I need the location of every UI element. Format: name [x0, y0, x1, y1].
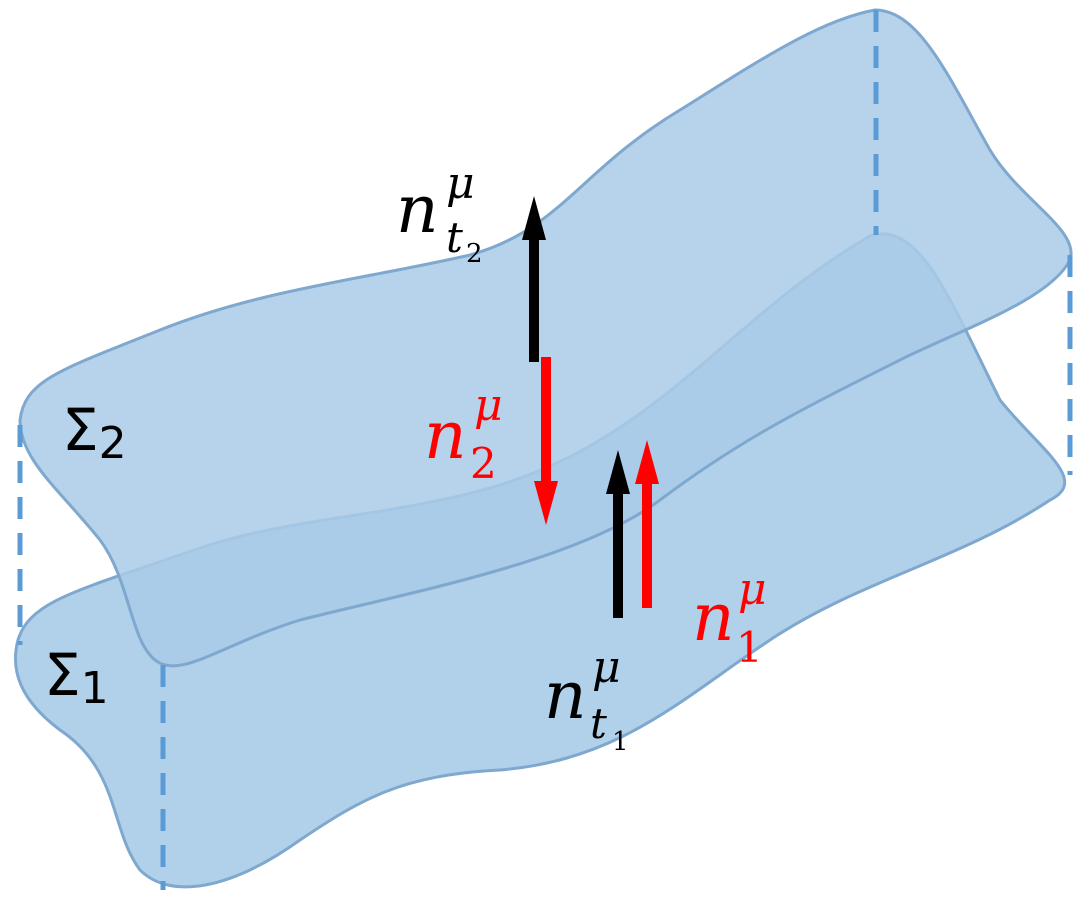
svg-text:2: 2 — [470, 439, 497, 488]
svg-text:t: t — [446, 213, 463, 262]
arrow-n-t2-head — [522, 196, 546, 240]
svg-text:μ: μ — [738, 564, 767, 615]
svg-text:μ: μ — [474, 380, 503, 431]
svg-text:n: n — [692, 579, 735, 656]
svg-text:n: n — [544, 657, 587, 734]
label-n-2: n μ 2 — [424, 380, 503, 488]
svg-text:1: 1 — [736, 623, 763, 672]
arrow-n-2-head — [534, 481, 558, 525]
label-n-t1: n μ t 1 — [544, 642, 629, 757]
svg-text:n: n — [396, 171, 439, 248]
svg-text:μ: μ — [592, 642, 621, 693]
svg-text:2: 2 — [466, 239, 483, 269]
label-n-t2: n μ t 2 — [396, 158, 483, 269]
arrow-n-t1-head — [606, 450, 630, 494]
svg-text:μ: μ — [446, 158, 475, 209]
label-n-1: n μ 1 — [692, 564, 767, 672]
arrow-n-1-head — [635, 440, 659, 484]
svg-text:1: 1 — [612, 727, 629, 757]
svg-text:t: t — [590, 699, 607, 748]
label-sigma-1: Σ1 — [44, 641, 109, 714]
label-sigma-2: Σ2 — [62, 396, 127, 469]
svg-text:n: n — [424, 397, 467, 474]
